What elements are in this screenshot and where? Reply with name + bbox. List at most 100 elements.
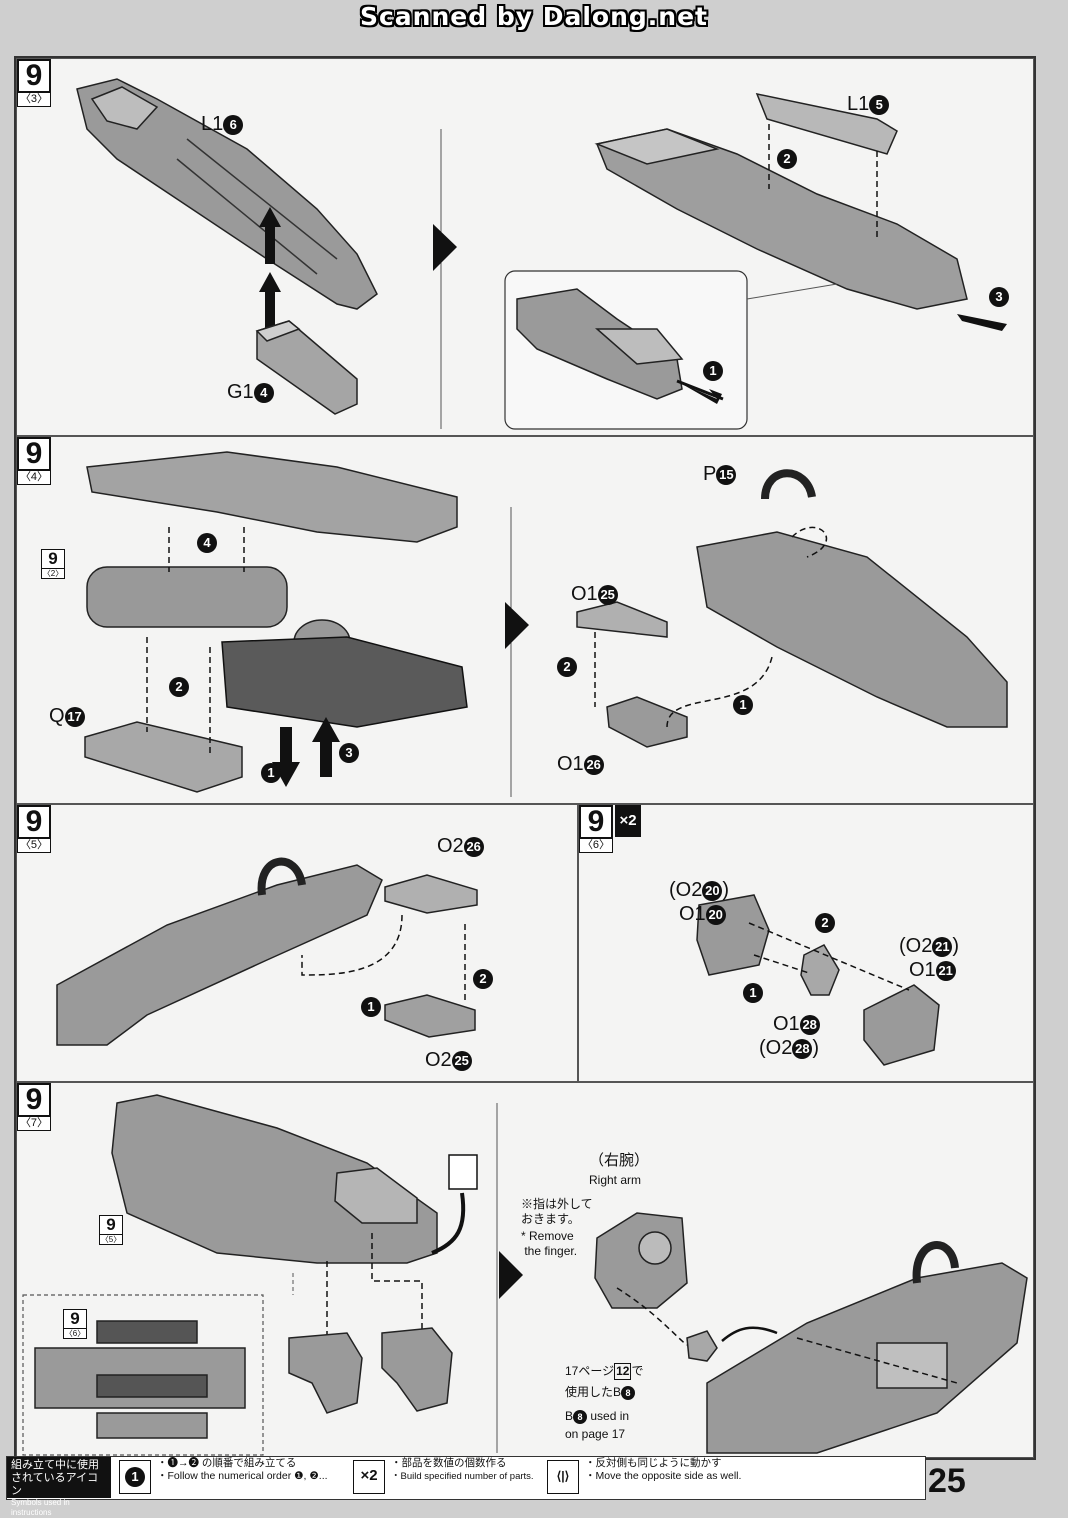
step-substep: 〈6〉 [579, 839, 613, 853]
next-step-arrow [433, 224, 457, 271]
hand-part-left-drawing [288, 1332, 363, 1414]
instruction-page: 9 〈3〉 [14, 56, 1036, 1460]
step-substep: 〈4〉 [17, 471, 51, 485]
part-assembly-right-drawing [594, 92, 968, 310]
order-badge-3: 3 [339, 743, 359, 763]
right-arm-label-jp: （右腕） [589, 1152, 650, 1169]
next-step-arrow [505, 602, 529, 649]
order-badge-1: 1 [703, 361, 723, 381]
multiply-x2-icon: ×2 [615, 805, 641, 837]
part-g1-4-drawing [255, 320, 358, 415]
order-badge-1: 1 [743, 983, 763, 1003]
part-l1-6-drawing [76, 78, 378, 310]
note-jp: ※指は外して おきます。 [521, 1197, 593, 1226]
step-number: 9 [17, 59, 51, 93]
insertion-arrows [259, 207, 281, 339]
legend-order-text: ・❶→❷ の順番で組み立てる ・Follow the numerical ord… [157, 1457, 328, 1482]
mirror-icon-box [448, 1154, 478, 1190]
step-number-badge: 9 〈7〉 [17, 1083, 51, 1131]
panel-step-9-4: 9 〈4〉 9 〈2〉 [16, 436, 1034, 804]
top-cover-drawing [86, 451, 458, 543]
order-badge-right-1: 1 [733, 695, 753, 715]
part-o1-26-drawing [606, 696, 688, 748]
dashed-guides [768, 124, 878, 239]
small-part-b8-drawing [686, 1330, 718, 1362]
panel-step-9-7: 9 〈7〉 9 〈5〉 [16, 1082, 1034, 1458]
legend-heading: 組み立て中に使用されているアイコン Symbols used in instru… [7, 1457, 111, 1517]
step-number-badge: 9 〈5〉 [17, 805, 51, 853]
count-icon: ×2 [353, 1460, 385, 1494]
part-o1-25-drawing [576, 601, 668, 638]
step-number: 9 [17, 805, 51, 839]
dashed-guides [146, 527, 245, 757]
scan-watermark-banner: Scanned by Dalong.net [359, 2, 708, 31]
part-o2-25-drawing [384, 994, 476, 1038]
part-q17-drawing [84, 721, 243, 793]
order-badge-1: 1 [361, 997, 381, 1017]
right-arm-label-en: Right arm [589, 1173, 642, 1187]
legend-mirror-text: ・反対側も同じように動かす ・Move the opposite side as… [585, 1457, 742, 1482]
step-substep: 〈7〉 [17, 1117, 51, 1131]
step-number: 9 [17, 1083, 51, 1117]
order-badge-4: 4 [197, 533, 217, 553]
body-drawing [56, 857, 383, 1046]
direction-arrows [272, 717, 340, 787]
hand-part-right-drawing [381, 1327, 453, 1412]
dark-housing-drawing [221, 636, 468, 728]
step-9-4-illustration [84, 451, 1008, 797]
order-badge-2: 2 [815, 913, 835, 933]
next-step-arrow [499, 1251, 523, 1299]
rotate-arrow [431, 1192, 466, 1255]
step-number-badge: 9 〈6〉 [579, 805, 613, 853]
body-drawing [111, 1094, 438, 1264]
step-number-badge: 9 〈3〉 [17, 59, 51, 107]
step-substep: 〈3〉 [17, 93, 51, 107]
reference-step-badge: 9 〈2〉 [41, 549, 65, 579]
order-badge-1: 1 [261, 763, 281, 783]
reference-step-badge: 9 〈5〉 [99, 1215, 123, 1245]
inset-step-badge: 9 〈6〉 [63, 1309, 87, 1339]
assembled-body-drawing [696, 469, 1008, 728]
part-o2-26-drawing [384, 874, 478, 914]
step-9-7-illustration [22, 1094, 1028, 1456]
inset-detail-drawing [516, 288, 684, 400]
icon-legend: 組み立て中に使用されているアイコン Symbols used in instru… [6, 1456, 926, 1517]
underside-drawing [34, 1320, 246, 1439]
order-badge-right-2: 2 [557, 657, 577, 677]
mirror-icon: ⟨|⟩ [547, 1460, 579, 1494]
legend-count-text: ・部品を数値の個数作る ・Build specified number of p… [391, 1457, 534, 1482]
part-o1-28-drawing [800, 944, 840, 996]
order-badge-2: 2 [473, 969, 493, 989]
step-9-5-illustration [56, 857, 478, 1046]
step-number-badge: 9 〈4〉 [17, 437, 51, 485]
order-badge-3: 3 [989, 287, 1009, 307]
order-badge-2: 2 [777, 149, 797, 169]
order-badge-2: 2 [169, 677, 189, 697]
final-assembly-drawing [706, 1241, 1028, 1454]
right-arm-drawing [594, 1212, 688, 1309]
used-en-page: on page 17 [565, 1427, 626, 1441]
note-en: * Remove the finger. [521, 1229, 578, 1258]
step-9-6-illustration [696, 894, 940, 1066]
page-number: 25 [928, 1462, 966, 1500]
step-number: 9 [579, 805, 613, 839]
